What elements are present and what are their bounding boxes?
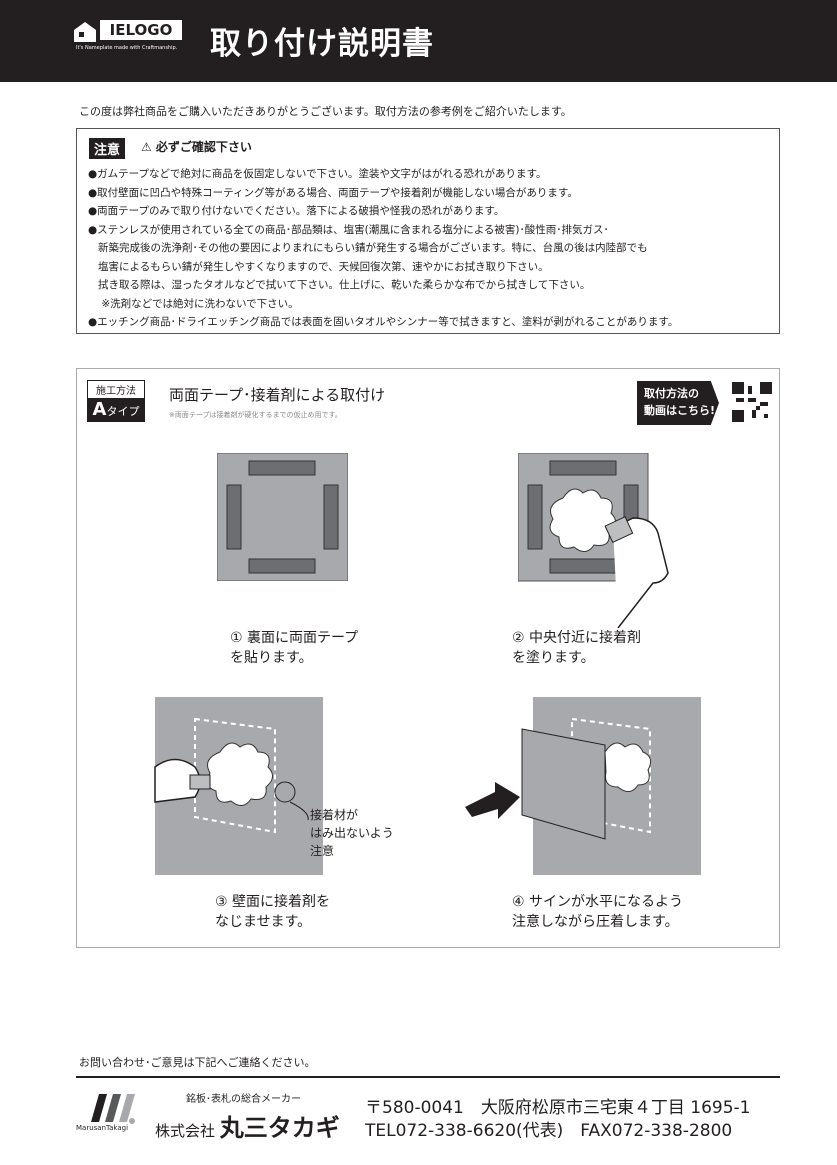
marusan-logo-icon: [91, 1094, 135, 1124]
step-number: ②: [512, 630, 525, 646]
badge-letter: A: [92, 399, 107, 420]
divider: [76, 1076, 780, 1078]
badge-label: 施工方法: [96, 386, 136, 397]
company-main: 丸三タカギ: [219, 1114, 340, 1142]
step-caption: ② 中央付近に接着剤 を塗ります。: [512, 628, 641, 668]
caution-heading: ⚠ 必ずご確認下さい: [141, 140, 252, 154]
step1-illustration: [217, 453, 348, 581]
brand-logo: IELOGO: [100, 20, 182, 40]
step-text: 裏面に両面テープ を貼ります。: [230, 630, 359, 666]
video-line-1: 取付方法の: [644, 387, 699, 400]
video-link-button[interactable]: 取付方法の 動画はこちら!: [637, 381, 719, 425]
caution-item: ●ガムテープなどで絶対に商品を仮固定しないで下さい。塗装や文字がはがれる恐れがあ…: [88, 168, 547, 180]
adhesive-callout: 接着材が はみ出ないよう 注意: [310, 808, 394, 858]
caution-item: ●両面テープのみで取り付けないでください。落下による破損や怪我の恐れがあります。: [88, 205, 505, 217]
step-number: ①: [230, 630, 243, 646]
header-bar: IELOGO It's Nameplate made with Craftman…: [0, 0, 837, 82]
caution-item: ●ステンレスが使用されている全ての商品･部品類は、塩害(潮風に含まれる塩分による…: [88, 223, 648, 310]
step-caption: ③ 壁面に接着剤を なじませます。: [215, 892, 330, 932]
badge-type-label: タイプ: [106, 405, 140, 418]
caution-item: ●エッチング商品･ドライエッチング商品では表面を固いタオルやシンナー等で拭きます…: [88, 316, 679, 328]
step-text: 中央付近に接着剤 を塗ります。: [512, 630, 642, 666]
video-line-2: 動画はこちら!: [644, 404, 716, 417]
address: 〒580-0041 大阪府松原市三宅東４丁目 1695-1: [365, 1098, 751, 1118]
phone-fax: TEL072-338-6620(代表) FAX072-338-2800: [365, 1121, 733, 1141]
company-name: 株式会社 丸三タカギ: [155, 1108, 340, 1143]
company-prefix: 株式会社: [155, 1122, 216, 1140]
section-title: 両面テープ･接着剤による取付け: [169, 386, 386, 404]
step-number: ④: [512, 894, 525, 910]
caution-box: 注意 ⚠ 必ずご確認下さい ●ガムテープなどで絶対に商品を仮固定しないで下さい。…: [76, 128, 780, 334]
intro-text: この度は弊社商品をご購入いただきありがとうございます。取付方法の参考例をご紹介い…: [79, 105, 572, 118]
step3-illustration: [154, 697, 323, 875]
step-caption: ④ サインが水平になるよう 注意しながら圧着します。: [512, 892, 683, 932]
badge-type: Aタイプ: [88, 398, 144, 421]
step-text: サインが水平になるよう 注意しながら圧着します。: [512, 894, 684, 930]
step2-illustration: [518, 453, 669, 628]
step4-illustration: [465, 697, 701, 875]
house-logo-icon: [74, 22, 96, 42]
page-title: 取り付け説明書: [210, 26, 434, 62]
caution-item: ●取付壁面に凹凸や特殊コーティング等がある場合、両面テープや接着剤が機能しない場…: [88, 186, 578, 199]
caution-list: ●ガムテープなどで絶対に商品を仮固定しないで下さい。塗装や文字がはがれる恐れがあ…: [88, 165, 678, 332]
method-type-badge: 施工方法 Aタイプ: [87, 380, 145, 422]
step-text: 壁面に接着剤を なじませます。: [215, 894, 331, 930]
contact-note: お問い合わせ･ご意見は下記へご連絡ください。: [79, 1056, 316, 1069]
section-note: ※両面テープは接着剤が硬化するまでの仮止め用です。: [169, 411, 342, 419]
step-caption: ① 裏面に両面テープ を貼ります。: [230, 628, 358, 668]
maker-subtitle: 銘板･表札の総合メーカー: [186, 1094, 301, 1105]
logo-text: MarusanTakagi: [76, 1124, 129, 1132]
caution-badge: 注意: [89, 138, 126, 159]
step-number: ③: [215, 894, 228, 910]
qr-code-icon[interactable]: [732, 382, 772, 422]
brand-tagline: It's Nameplate made with Craftmanship.: [76, 45, 178, 51]
method-box: 施工方法 Aタイプ 両面テープ･接着剤による取付け ※両面テープは接着剤が硬化す…: [76, 368, 780, 948]
